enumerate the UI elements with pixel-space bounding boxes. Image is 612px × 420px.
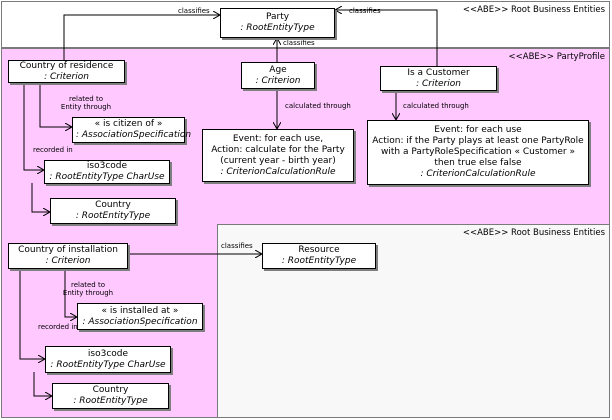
box-stereotype: : AssociationSpecification	[82, 316, 198, 327]
box-stereotype: : RootEntityType CharUse	[49, 172, 165, 182]
recorded-in-label: recorded in	[38, 323, 78, 331]
recorded-in-connector	[23, 82, 44, 170]
recorded-in-label: recorded in	[33, 146, 73, 154]
calculated-through-label: calculated through	[403, 102, 469, 110]
rule-line: Event: for each use	[434, 125, 522, 135]
rule-line: (current year - birth year)	[220, 155, 336, 166]
related-to-label: related to Entity through	[62, 281, 114, 297]
box-stereotype: : AssociationSpecification	[76, 130, 192, 140]
association-connector	[31, 183, 50, 212]
box-stereotype: : Criterion	[416, 78, 461, 89]
package-title: <<ABE>> Root Business Entities	[462, 228, 605, 238]
country-of-residence-box[interactable]: Country of residence : Criterion	[8, 60, 125, 83]
resource-box[interactable]: Resource : RootEntityType	[262, 243, 376, 269]
box-name: Country of residence	[19, 60, 114, 71]
box-stereotype: : CriterionCalculationRule	[420, 169, 536, 179]
recorded-in-connector	[19, 268, 45, 359]
package-title: <<ABE>> Root Business Entities	[462, 5, 605, 15]
iso3code-box[interactable]: iso3code : RootEntityType CharUse	[45, 346, 171, 373]
classifies-label: classifies	[349, 7, 381, 15]
age-box[interactable]: Age : Criterion	[241, 62, 315, 89]
box-stereotype: : Criterion	[44, 71, 89, 82]
customer-calculation-rule-box[interactable]: Event: for each use Action: if the Party…	[367, 120, 589, 185]
box-stereotype: : RootEntityType	[240, 23, 315, 33]
related-to-label: related to Entity through	[60, 95, 112, 111]
rule-line: Action: calculate for the Party	[211, 144, 345, 155]
country-of-installation-box[interactable]: Country of installation : Criterion	[8, 243, 128, 269]
age-calculation-rule-box[interactable]: Event: for each use, Action: calculate f…	[202, 129, 354, 182]
country-box[interactable]: Country : RootEntityType	[50, 198, 176, 224]
box-name: Party	[265, 12, 290, 22]
box-name: Resource	[298, 245, 340, 255]
rule-line: Event: for each use,	[232, 133, 324, 144]
box-stereotype: : RootEntityType	[73, 396, 148, 406]
box-name: « is installed at »	[101, 305, 179, 316]
box-stereotype: : RootEntityType	[75, 211, 151, 221]
calculated-through-label: calculated through	[285, 102, 351, 110]
box-name: iso3code	[86, 161, 128, 171]
rule-line: with a PartyRoleSpecification « Customer…	[381, 147, 575, 157]
box-name: Country	[92, 385, 129, 395]
box-stereotype: : Criterion	[45, 256, 91, 266]
association-connector	[33, 372, 52, 396]
is-a-customer-box[interactable]: Is a Customer : Criterion	[380, 66, 497, 91]
classifies-label: classifies	[221, 242, 253, 250]
classifies-label: classifies	[178, 7, 210, 15]
package-root-business-entities-bottom: <<ABE>> Root Business Entities	[217, 224, 610, 418]
rule-line: Action: if the Party plays at least one …	[372, 136, 584, 146]
box-name: iso3code	[87, 348, 129, 359]
related-to-connector	[64, 268, 77, 317]
box-stereotype: : RootEntityType	[281, 256, 357, 266]
classifies-connector	[63, 15, 220, 60]
party-box[interactable]: Party : RootEntityType	[220, 8, 335, 38]
box-name: Is a Customer	[407, 67, 470, 78]
iso3code-box[interactable]: iso3code : RootEntityType CharUse	[44, 160, 170, 184]
is-installed-at-box[interactable]: « is installed at » : AssociationSpecifi…	[77, 303, 203, 330]
is-citizen-of-box[interactable]: « is citizen of » : AssociationSpecifica…	[72, 117, 192, 143]
box-stereotype: : RootEntityType CharUse	[50, 359, 166, 370]
package-title: <<ABE>> PartyProfile	[508, 52, 605, 62]
box-name: Country	[95, 200, 131, 210]
rule-line: then true else false	[434, 158, 522, 168]
box-name: Age	[269, 64, 287, 75]
box-name: « is citizen of »	[94, 119, 163, 129]
classifies-connector	[335, 10, 438, 66]
related-to-connector	[39, 82, 72, 127]
box-name: Country of installation	[18, 245, 118, 255]
box-stereotype: : Criterion	[255, 75, 301, 86]
classifies-label: classifies	[283, 39, 315, 47]
country-box[interactable]: Country : RootEntityType	[52, 383, 169, 409]
box-stereotype: : CriterionCalculationRule	[220, 166, 336, 177]
